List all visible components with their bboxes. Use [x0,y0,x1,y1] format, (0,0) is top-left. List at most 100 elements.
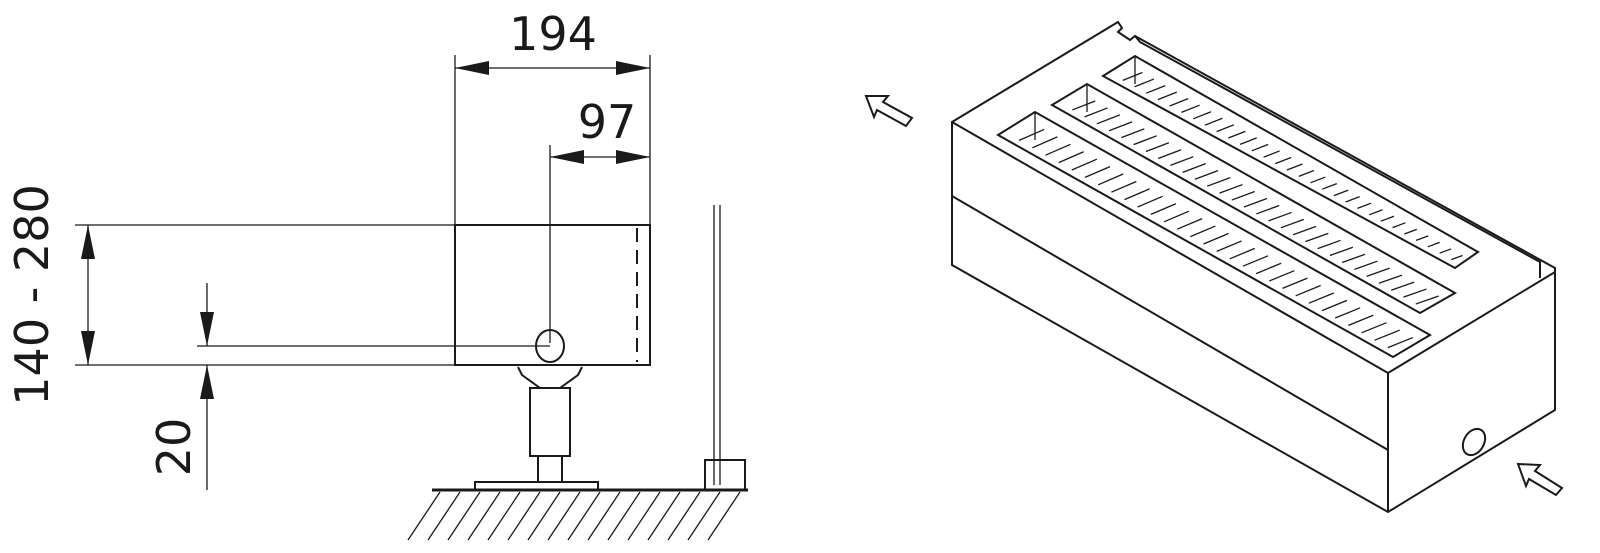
fin [1182,163,1206,173]
fin [1392,222,1406,229]
side-view: 194 97 140 - 280 20 [5,7,748,541]
fin [1361,322,1387,334]
fin [1269,270,1295,282]
fin [1403,288,1427,298]
fin [1192,111,1212,120]
foot-column [529,387,571,457]
pipe-connection [535,329,565,363]
fin [1108,121,1133,132]
fin [1219,183,1243,194]
hatch-line [487,491,521,541]
hatch-line [407,491,441,541]
fin [1229,247,1256,260]
isometric-view [951,20,1556,514]
fin [1228,130,1246,139]
fin [1390,281,1415,291]
fin [1354,260,1378,271]
fin [1321,299,1348,312]
fin [1111,180,1137,193]
fin [1263,150,1280,158]
fin [1145,84,1166,94]
seam-line [951,195,1389,451]
fin [1157,91,1177,101]
fin [1334,307,1361,319]
fin [1404,228,1418,235]
hatch-line [467,491,501,541]
half-width-dimension-label: 97 [578,95,637,149]
fin [1256,204,1280,215]
foot-bracket [517,366,583,389]
foot-screw [537,455,563,483]
fin [1341,253,1366,264]
fin [1366,267,1390,277]
fin [1157,149,1182,160]
fin [1204,117,1223,126]
fin [1345,196,1360,203]
grille-slot [1101,54,1480,270]
hatch-line [607,491,641,541]
fin [1122,71,1143,82]
fin [1242,255,1269,267]
fin [1124,188,1150,201]
convector-body-section [454,224,651,366]
fin [1310,176,1326,184]
fin [1427,241,1440,248]
inlet-connection [1461,427,1487,457]
fin [1282,277,1308,290]
fin [1045,143,1071,156]
fin [1239,137,1258,146]
hatch-line [427,491,461,541]
fin [1170,156,1194,167]
hatch-line [447,491,481,541]
fin [1357,202,1372,210]
fin [1451,254,1463,261]
fin [1145,142,1170,153]
fin [1206,176,1231,187]
fin [1071,158,1098,171]
fin [1084,107,1108,118]
hatch-line [547,491,581,541]
fin [1368,209,1383,216]
fin [1378,274,1403,284]
fin [1251,143,1269,152]
hatch-line [587,491,621,541]
fin [1286,163,1303,171]
fin [1216,124,1235,133]
top-rail [1134,35,1541,278]
fin [1280,218,1305,229]
clearance-dimension-label: 20 [147,418,201,477]
fin [1387,336,1414,349]
fin [1374,329,1400,341]
hatch-line [707,491,741,541]
fin [1133,135,1157,146]
airflow-out-arrow-icon [864,95,914,128]
fin [1203,232,1229,245]
fin [1292,225,1317,236]
fin [1216,240,1242,252]
fin [1439,248,1452,254]
fin [1150,203,1177,215]
hatch-line [527,491,561,541]
grille-slot [1050,82,1458,315]
fin [1096,114,1121,125]
hatch-line [667,491,701,541]
fin [1134,78,1155,88]
fin [1305,232,1329,243]
fin [1298,169,1315,178]
fin [1032,136,1058,149]
fin [1317,239,1341,250]
fin [1329,246,1354,257]
height-dimension-label: 140 - 280 [5,184,59,405]
hatch-line [687,491,721,541]
hatch-line [647,491,681,541]
fin [1058,151,1084,164]
fin [1348,314,1374,327]
fin [1190,225,1216,238]
floor-profile [704,459,746,491]
fin [1097,173,1124,186]
fin [1275,156,1292,165]
fin [1308,292,1335,304]
fin [1243,197,1268,208]
fin [1415,235,1429,242]
fin [1181,104,1200,114]
